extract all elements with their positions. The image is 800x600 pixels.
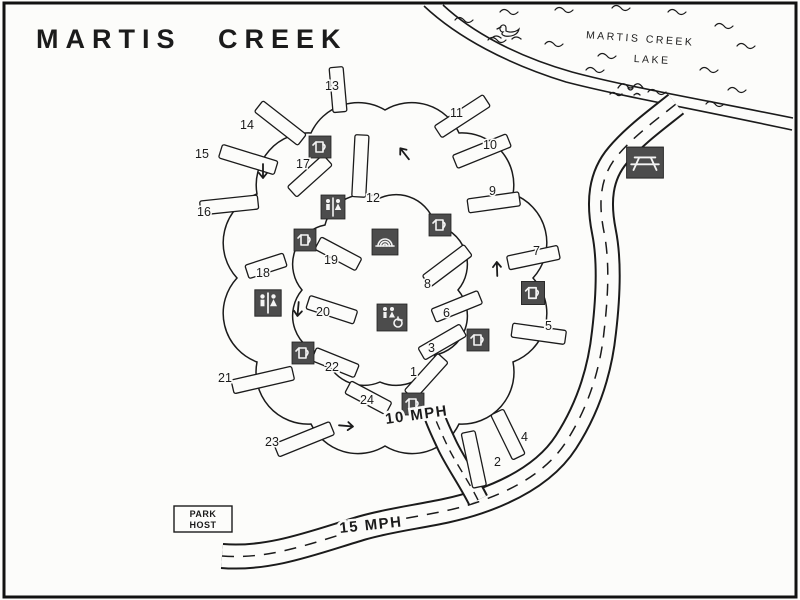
campsite-spur-20 (305, 295, 358, 325)
water-spigot-icon (428, 213, 452, 237)
accessible-restroom-icon (376, 303, 408, 332)
site-number-10: 10 (483, 138, 497, 152)
site-number-21: 21 (218, 371, 232, 385)
campsite-spur-9 (466, 191, 521, 214)
site-number-3: 3 (428, 341, 435, 355)
campsite-spur-8 (422, 244, 473, 287)
campsite-spur-18 (244, 252, 288, 279)
site-number-4: 4 (521, 430, 528, 444)
duck-icon (491, 24, 522, 40)
campsite-spur-16 (199, 194, 260, 216)
site-numbers: 1 2 3 4 5 6 7 8 9 10 11 12 13 14 15 16 1… (194, 78, 554, 471)
campsite-spur-13 (328, 66, 348, 114)
road-speed-label: 15 MPH (339, 513, 404, 537)
campsite-spur-11 (434, 94, 491, 138)
one-way-arrow (337, 420, 355, 432)
site-number-9: 9 (489, 184, 496, 198)
site-number-7: 7 (533, 244, 540, 258)
site-number-11: 11 (450, 106, 463, 120)
campsite-spur-5 (510, 322, 567, 345)
site-number-2: 2 (494, 455, 501, 469)
one-way-arrow (396, 144, 413, 163)
site-number-19: 19 (324, 253, 338, 267)
one-way-arrow (491, 260, 503, 278)
water-spigot-icon (520, 280, 546, 306)
park-host-line1: PARK (190, 509, 217, 519)
site-number-1: 1 (410, 365, 417, 379)
map-title: MARTIS CREEK (36, 24, 348, 54)
campsite-spur-3 (418, 324, 467, 360)
campsite-spur-17 (287, 154, 333, 198)
site-number-23: 23 (265, 435, 279, 449)
site-number-15: 15 (195, 147, 209, 161)
site-number-18: 18 (256, 266, 270, 280)
park-host-line2: HOST (189, 520, 216, 530)
lake-label-line2: LAKE (633, 53, 670, 67)
lake-shoreline (423, 5, 793, 131)
picnic-area-icon (625, 146, 665, 180)
site-number-13: 13 (325, 79, 339, 93)
campsite-spur-2 (460, 430, 487, 489)
site-number-6: 6 (443, 306, 450, 320)
water-spigot-icon (308, 135, 332, 159)
park-host-box (173, 505, 233, 533)
site-number-14: 14 (240, 118, 254, 132)
site-number-5: 5 (545, 319, 552, 333)
water-spigot-icon (466, 328, 490, 352)
campsite-spur-19 (314, 236, 362, 271)
campsite-spur-12 (351, 134, 370, 198)
campsite-spur-24 (344, 380, 392, 415)
campsite-spur-23 (273, 421, 335, 458)
campsite-spur-14 (254, 100, 307, 146)
campsite-spur-15 (218, 144, 279, 175)
lake-label-line1: MARTIS CREEK (586, 29, 695, 49)
campsite-spur-6 (430, 290, 483, 323)
site-number-17: 17 (296, 157, 310, 171)
gull-icon (609, 83, 644, 97)
site-number-8: 8 (424, 277, 431, 291)
restroom-icon (320, 194, 346, 220)
site-number-12: 12 (366, 191, 380, 205)
lake-shoreline-inner (442, 4, 794, 119)
campsite-spur-10 (452, 133, 512, 169)
water-spigot-icon (291, 341, 315, 365)
campsite-spur-21 (230, 365, 295, 395)
campsite-spur-4 (490, 408, 526, 460)
water-spigot-icon (293, 228, 317, 252)
site-number-22: 22 (325, 360, 339, 374)
site-number-16: 16 (197, 205, 211, 219)
campsite-spur-7 (506, 245, 561, 271)
amphitheater-icon (371, 228, 399, 256)
site-number-24: 24 (360, 393, 374, 407)
park-host: PARK HOST (173, 505, 233, 533)
site-number-20: 20 (316, 305, 330, 319)
campsite-spurs (199, 66, 567, 489)
restroom-icon (253, 288, 283, 318)
